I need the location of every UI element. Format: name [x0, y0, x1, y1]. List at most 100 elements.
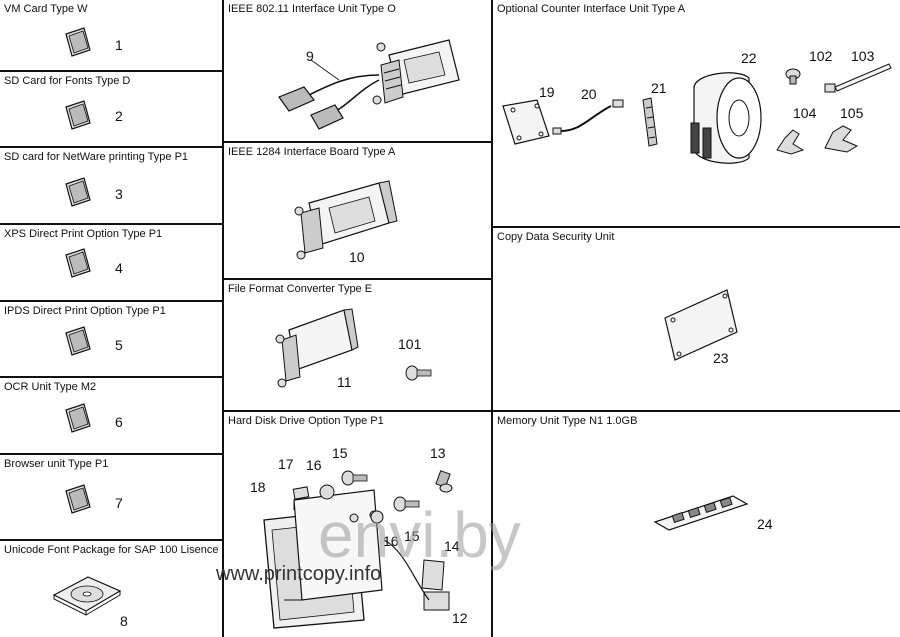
panel-xps: XPS Direct Print Option Type P1 4: [0, 225, 222, 300]
screw-icon: [370, 510, 384, 524]
cable-roll-icon: [690, 72, 762, 164]
part-number: 103: [851, 48, 875, 64]
part-number: 16: [306, 457, 322, 473]
panel-title: IEEE 1284 Interface Board Type A: [228, 146, 396, 158]
divider: [0, 539, 223, 541]
sd-card-icon: [65, 326, 91, 356]
part-number: 11: [337, 374, 352, 390]
part-number: 14: [444, 538, 460, 554]
cable-icon: [552, 99, 624, 135]
memory-module-icon: [653, 495, 749, 531]
panel-title: IPDS Direct Print Option Type P1: [4, 305, 166, 317]
panel-ieee1284: IEEE 1284 Interface Board Type A 10: [224, 143, 491, 278]
part-number: 4: [115, 260, 123, 276]
part-number: 24: [757, 516, 773, 532]
panel-title: OCR Unit Type M2: [4, 381, 97, 393]
divider: [0, 453, 223, 455]
interface-board-drawing: [294, 180, 398, 260]
sd-card-icon: [65, 484, 91, 514]
divider: [223, 410, 492, 412]
panel-title: Browser unit Type P1: [4, 458, 109, 470]
clamp-icon: [776, 129, 805, 155]
sd-card-icon: [65, 403, 91, 433]
part-number: 102: [809, 48, 833, 64]
watermark: www.printcopy.info: [216, 563, 382, 585]
security-board-icon: [664, 289, 738, 361]
screw-icon: [785, 68, 801, 85]
panel-hdd: Hard Disk Drive Option Type P1: [224, 412, 491, 637]
part-number: 21: [651, 80, 667, 96]
screw-icon: [405, 365, 432, 381]
connector-strip-icon: [642, 97, 658, 147]
part-number: 15: [332, 445, 348, 461]
part-number: 5: [115, 337, 123, 353]
panel-title: Hard Disk Drive Option Type P1: [228, 415, 384, 427]
sd-card-icon: [65, 248, 91, 278]
divider: [0, 223, 223, 225]
screw-icon: [319, 484, 335, 500]
divider: [223, 141, 492, 143]
screw-icon: [341, 470, 368, 486]
watermark: envi.by: [318, 499, 521, 571]
sd-card-icon: [65, 177, 91, 207]
cd-package-icon: [52, 576, 122, 616]
part-number: 1: [115, 37, 123, 53]
panel-title: Unicode Font Package for SAP 100 Lisence: [4, 544, 219, 556]
panel-sd-fonts: SD Card for Fonts Type D 2: [0, 72, 222, 146]
panel-file-format: File Format Converter Type E 11 101: [224, 280, 491, 410]
screw-icon: [435, 470, 453, 493]
panel-title: Copy Data Security Unit: [497, 231, 615, 243]
panel-ipds: IPDS Direct Print Option Type P1 5: [0, 302, 222, 376]
panel-browser: Browser unit Type P1 7: [0, 455, 222, 539]
part-number: 8: [120, 613, 128, 629]
part-number: 17: [278, 456, 294, 472]
panel-title: SD card for NetWare printing Type P1: [4, 151, 189, 163]
part-number: 2: [115, 108, 123, 124]
clamp-icon: [824, 125, 859, 153]
panel-title: IEEE 802.11 Interface Unit Type O: [228, 3, 396, 15]
divider: [0, 70, 223, 72]
hard-disk-drawing: [263, 486, 450, 629]
divider: [492, 410, 900, 412]
sd-card-icon: [65, 27, 91, 57]
part-number: 101: [398, 336, 422, 352]
part-number: 105: [840, 105, 864, 121]
panel-counter: Optional Counter Interface Unit Type A: [493, 0, 900, 226]
divider: [223, 278, 492, 280]
part-number: 22: [741, 50, 757, 66]
wireless-unit-drawing: [278, 39, 460, 130]
part-number: 15: [404, 528, 420, 544]
part-number: 20: [581, 86, 597, 102]
panel-ocr: OCR Unit Type M2 6: [0, 378, 222, 453]
divider: [0, 376, 223, 378]
part-number: 19: [539, 84, 555, 100]
cable-tie-icon: [824, 63, 892, 93]
panel-title: SD Card for Fonts Type D: [4, 75, 131, 87]
panel-title: Optional Counter Interface Unit Type A: [497, 3, 686, 15]
panel-sd-netware: SD card for NetWare printing Type P1 3: [0, 148, 222, 223]
panel-title: File Format Converter Type E: [228, 283, 373, 295]
part-number: 10: [349, 249, 365, 265]
part-number: 18: [250, 479, 266, 495]
panel-unicode: Unicode Font Package for SAP 100 Lisence…: [0, 541, 222, 637]
sd-card-icon: [65, 100, 91, 130]
part-number: 13: [430, 445, 446, 461]
divider: [0, 146, 223, 148]
panel-vm-card: VM Card Type W 1: [0, 0, 222, 70]
divider: [0, 300, 223, 302]
part-number: 12: [452, 610, 468, 626]
divider: [222, 0, 224, 637]
counter-board-icon: [502, 99, 550, 145]
part-number: 104: [793, 105, 817, 121]
part-number: 9: [306, 48, 314, 64]
panel-ieee80211: IEEE 802.11 Interface Unit Type O 9: [224, 0, 491, 141]
converter-board-drawing: [275, 308, 359, 388]
divider: [491, 0, 493, 637]
divider: [492, 226, 900, 228]
part-number: 3: [115, 186, 123, 202]
part-number: 7: [115, 495, 123, 511]
part-number: 6: [115, 414, 123, 430]
panel-title: Memory Unit Type N1 1.0GB: [497, 415, 638, 427]
part-number: 16: [383, 533, 399, 549]
